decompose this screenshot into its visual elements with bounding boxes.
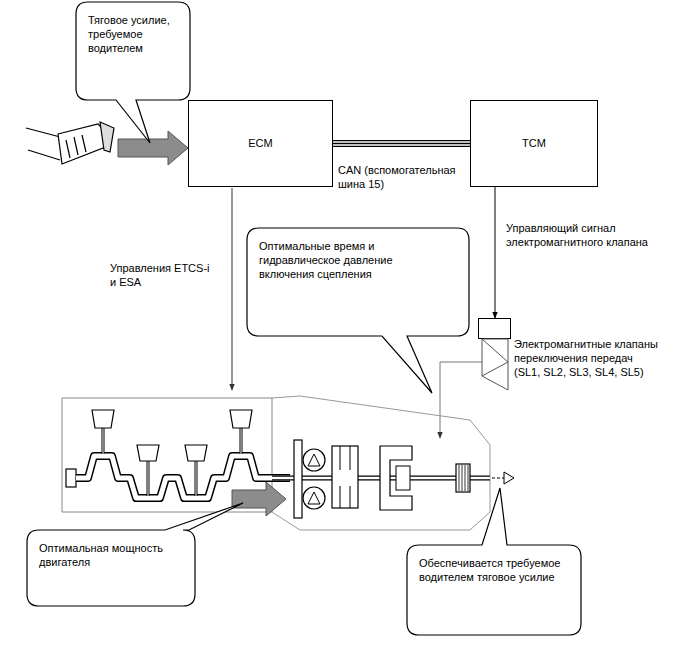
transmission-illustration [272,396,490,530]
driver-foot [58,124,108,164]
bus-line [333,143,470,145]
callout-bubble: Обеспечивается требуемое водителем тягов… [407,545,581,635]
transmission-illustration [294,440,302,518]
callout-bubble: Оптимальные время и гидравлическое давле… [247,228,469,336]
bubble-outline [407,488,581,635]
solenoid-body [482,339,508,390]
control-unit-box: ECM [188,100,333,187]
transmission-illustration [380,446,412,510]
driver-foot [26,128,64,160]
bus-line [333,140,470,147]
driver-foot [66,135,86,158]
transmission-illustration [465,465,466,491]
transmission-illustration [303,449,325,471]
bubble-outline [76,2,190,143]
solenoid-valve: Электромагнитные клапаны переключения пе… [478,318,512,392]
power-arrow [232,482,286,516]
bubble-outline [27,503,243,606]
transmission-illustration [332,446,358,508]
transmission-illustration [303,487,325,509]
driver-foot [26,122,114,164]
transmission-illustration [396,466,410,490]
transmission-illustration [459,465,460,491]
control-line [232,188,233,390]
callout-text: Обеспечивается требуемое водителем тягов… [419,557,569,585]
connector-label: Управляющий сигнал электромагнитного кла… [506,222,656,250]
bus-line [333,143,470,144]
transmission-illustration [272,396,514,530]
transmission-illustration [456,464,470,492]
force-arrow [118,131,188,165]
unit-name: ECM [248,137,272,151]
transmission-illustration [462,465,463,491]
transmission-illustration [340,446,350,508]
callout-text: Оптимальная мощность двигателя [39,542,179,570]
engine-illustration [92,410,252,461]
solenoid-cap [479,319,511,339]
engine-illustration [103,428,241,496]
driver-foot [100,122,114,152]
callout-bubble: Тяговое усилие, требуемое водителем [76,2,190,100]
signal-label: Управления ETCS-i и ESA [110,262,218,290]
solenoid-outline [478,318,512,392]
callout-text: Тяговое усилие, требуемое водителем [88,14,178,55]
control-unit-box: TCM [470,100,598,187]
engine-illustration [103,428,241,496]
callout-bubble: Оптимальная мощность двигателя [27,530,195,606]
bubble-outline [247,228,469,393]
transmission-illustration [468,465,469,491]
connector-label: CAN (вспомогательная шина 15) [338,164,476,192]
part-label: Электромагнитные клапаны переключения пе… [514,338,660,379]
transmission-illustration [492,478,504,479]
bus-line [333,141,470,146]
signal-arrow [495,187,496,318]
unit-name: TCM [522,137,546,151]
transmission-illustration [459,465,468,491]
bubble-outline [27,530,195,606]
transmission-illustration [504,472,514,484]
signal-arrow [495,187,496,318]
callout-text: Оптимальные время и гидравлическое давле… [259,240,419,281]
transmission-illustration [308,454,320,504]
engine-illustration [66,469,76,487]
